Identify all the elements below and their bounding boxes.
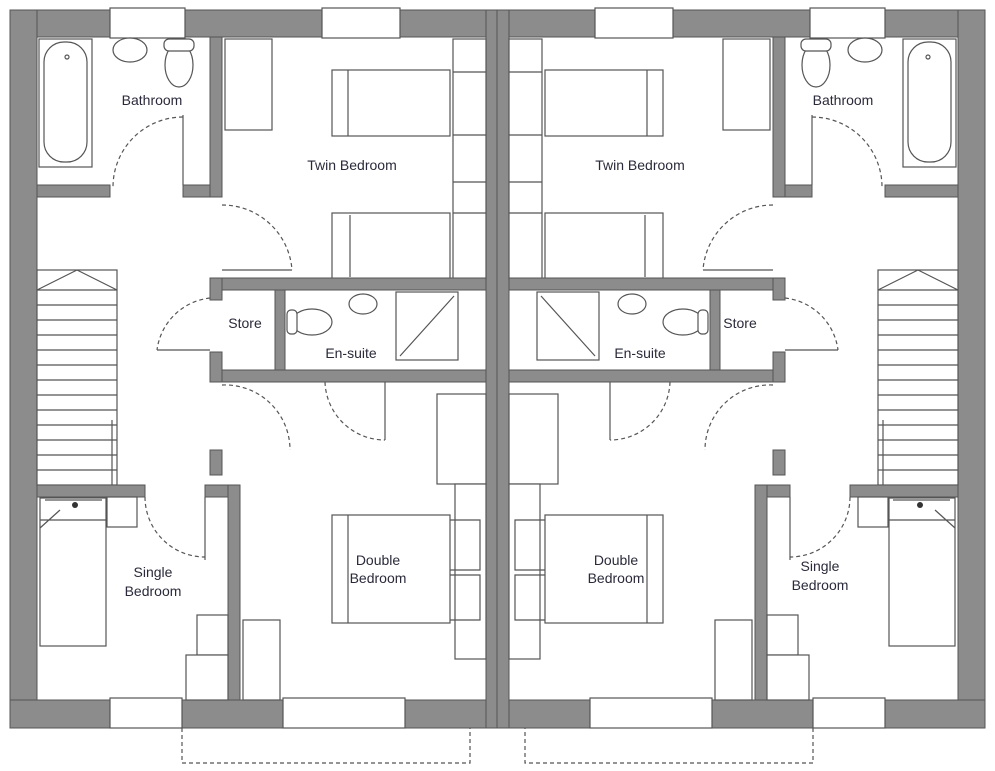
left-store-label: Store [228,315,262,331]
right-double-bedroom-label-2: Bedroom [588,570,645,586]
left-twin-bedroom-label: Twin Bedroom [307,157,396,173]
right-double-bedroom-label-1: Double [594,552,639,568]
right-twin-bedroom-label: Twin Bedroom [595,157,684,173]
right-en-suite-label: En-suite [614,345,666,361]
left-double-bedroom-label-2: Bedroom [350,570,407,586]
right-single-bedroom-label-2: Bedroom [792,577,849,593]
right-unit-walls [496,7,986,764]
right-single-bedroom-label-1: Single [801,558,840,574]
left-single-bedroom-label-1: Single [134,564,173,580]
right-store-label: Store [723,315,757,331]
left-en-suite-label: En-suite [325,345,377,361]
left-bathroom-label: Bathroom [122,92,183,108]
left-double-bedroom-label-1: Double [356,552,401,568]
left-unit-walls [9,7,499,764]
left-single-bedroom-label-2: Bedroom [125,583,182,599]
right-bathroom-label: Bathroom [813,92,874,108]
